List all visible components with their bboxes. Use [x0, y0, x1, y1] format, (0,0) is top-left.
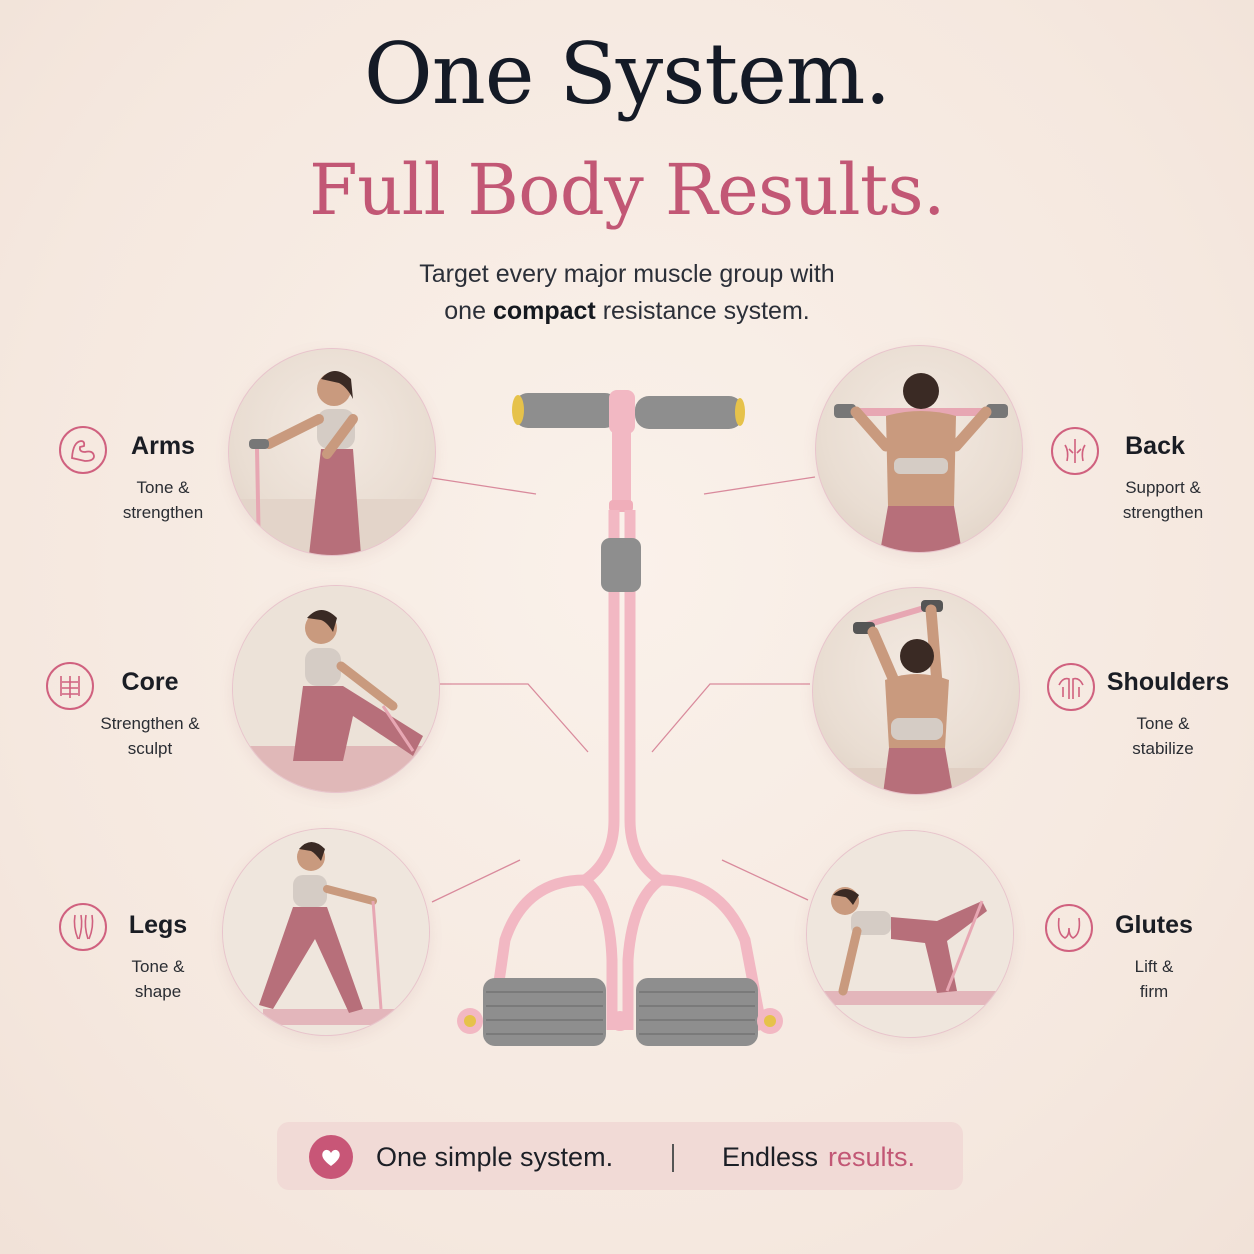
glutes-desc: Lift &firm [1134, 957, 1174, 1001]
back-desc: Support &strengthen [1122, 478, 1204, 522]
back-icon [1051, 427, 1099, 475]
bottom-banner [277, 1122, 963, 1190]
back-label: Back [1125, 432, 1185, 460]
page-subheadline: Full Body Results. [309, 149, 945, 231]
glutes-exercise-photo [806, 830, 1014, 1038]
glutes-label: Glutes [1115, 911, 1193, 939]
arms-label: Arms [131, 432, 195, 460]
shoulders-icon [1047, 663, 1095, 711]
intro-line-1: Target every major muscle group with [419, 260, 835, 288]
banner-text-2: Endless [722, 1142, 819, 1172]
legs-icon [59, 903, 107, 951]
banner-divider [672, 1144, 674, 1172]
foot-rollers [457, 978, 783, 1046]
shoulders-exercise-photo [812, 587, 1020, 795]
legs-label: Legs [128, 911, 188, 939]
arms-exercise-photo [228, 348, 436, 556]
shoulders-label: Shoulders [1106, 668, 1230, 696]
core-exercise-photo [232, 585, 440, 793]
intro-line-2-post: resistance system. [595, 297, 810, 325]
bicep-icon [59, 426, 107, 474]
core-label: Core [121, 668, 179, 696]
heart-icon [309, 1135, 353, 1179]
top-handle [512, 390, 745, 434]
core-desc: Strengthen &sculpt [100, 714, 200, 758]
intro-line-2-bold: compact [492, 297, 596, 325]
intro-line-2-pre: one [444, 297, 493, 325]
legs-exercise-photo [222, 828, 430, 1036]
banner-text-accent: results. [828, 1142, 916, 1172]
legs-desc: Tone &shape [131, 957, 185, 1001]
page-headline: One System. [363, 25, 891, 123]
glutes-icon [1045, 904, 1093, 952]
back-exercise-photo [815, 345, 1023, 553]
intro-text: Target every major muscle group with one… [0, 256, 1254, 330]
banner-text-1: One simple system. [376, 1142, 614, 1172]
connector-lines [431, 476, 816, 903]
arms-desc: Tone &strengthen [122, 478, 204, 522]
shoulders-desc: Tone &stabilize [1132, 714, 1194, 758]
abs-icon [46, 662, 94, 710]
